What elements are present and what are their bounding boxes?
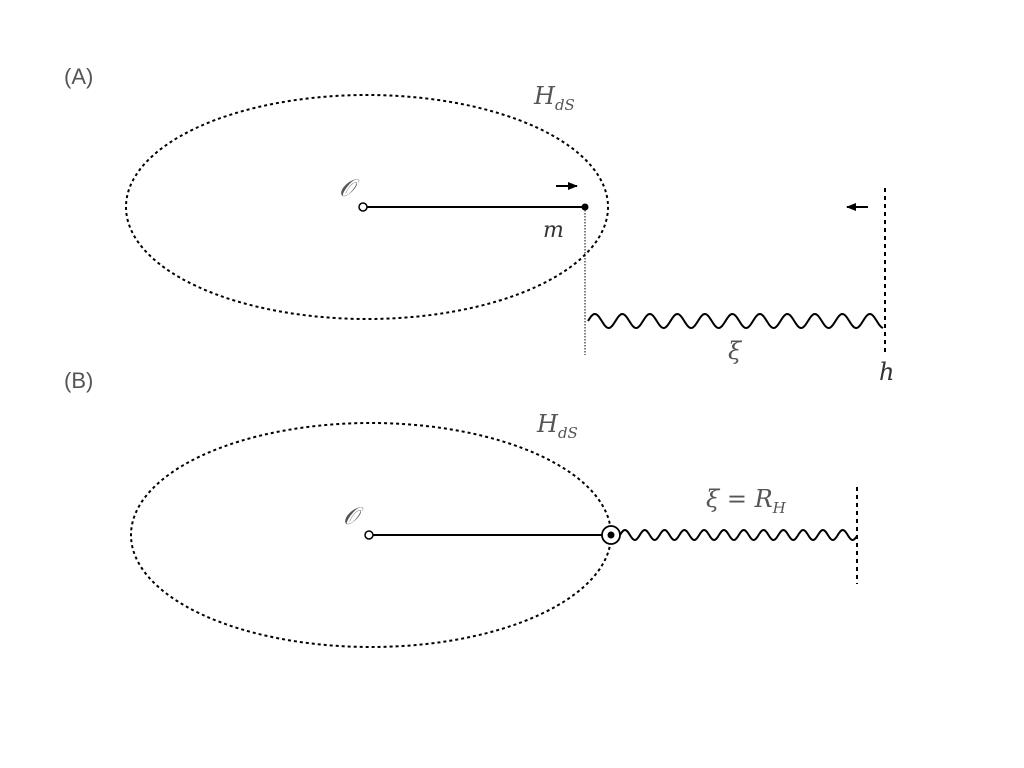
panel-b-horizon-h: H [536,410,559,438]
panel-a-horizon-ellipse [125,94,609,320]
panel-b-wave-label-sub: H [772,499,787,517]
panel-a-wall-label: h [879,358,894,386]
panel-a-observer-label: 𝒪 [339,174,360,202]
panel-a-observer-point [358,202,368,212]
panel-b-horizon-sub: dS [558,424,578,442]
panel-b: (B) HdS 𝒪 ξ = RH [64,368,858,648]
panel-a-horizon-sub: dS [555,96,575,114]
panel-a-mass-label: m [543,218,564,243]
panel-b-wave-label: ξ = RH [706,485,787,517]
panel-b-horizon-label: HdS [536,410,578,442]
panel-b-label: (B) [64,368,93,393]
panel-b-observer-point [364,530,374,540]
panel-a-wave-label: ξ [728,337,743,365]
panel-a-horizon-h: H [533,82,556,110]
panel-a-horizon-label: HdS [533,82,575,114]
panel-a-label: (A) [64,64,93,89]
panel-a: (A) HdS 𝒪 m ξ h [64,64,894,386]
panel-b-merge-point [607,531,615,539]
panel-b-wave-label-main: ξ = R [706,485,773,513]
panel-b-wave [619,528,858,542]
panel-a-wave [587,312,884,330]
panel-b-observer-label: 𝒪 [343,502,364,530]
